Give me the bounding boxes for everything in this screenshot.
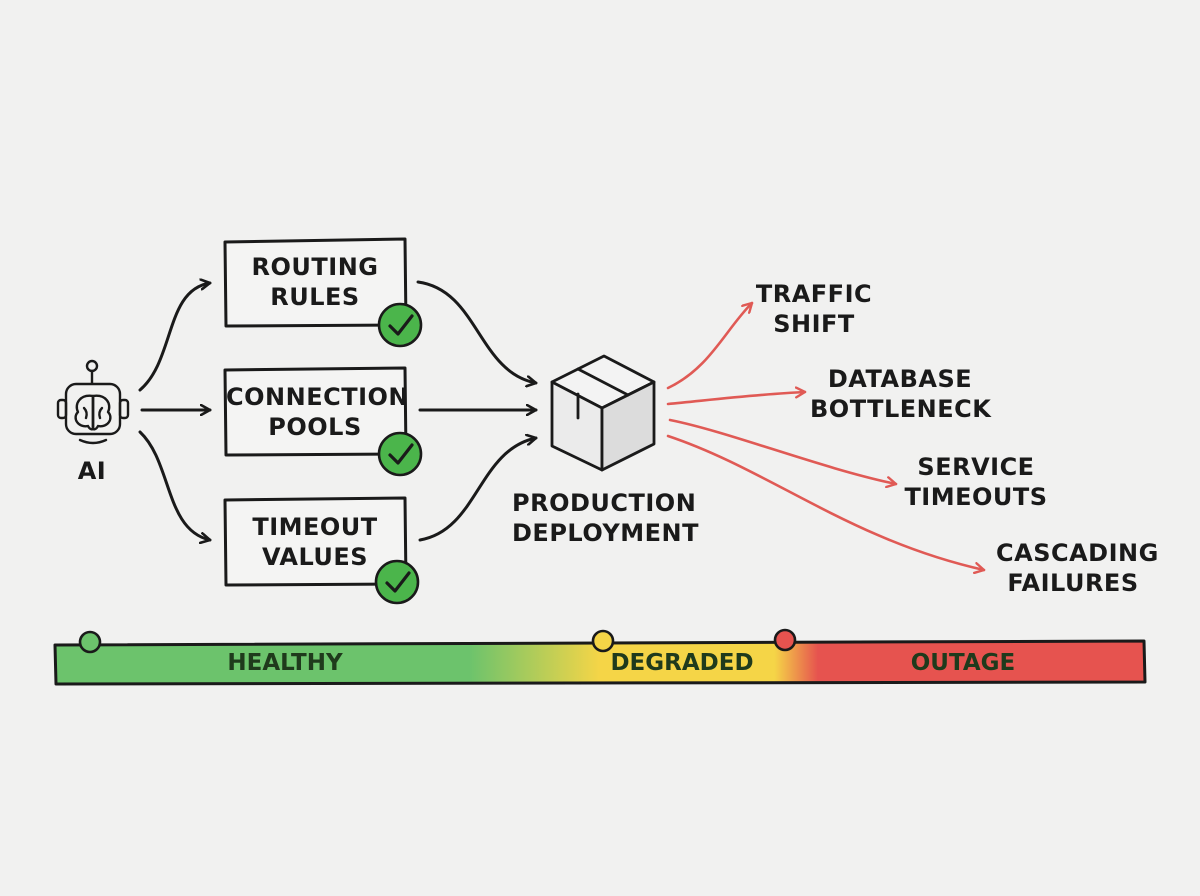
arrow-to-service-timeouts: [668, 418, 898, 484]
arrow-ai-to-timeout: [138, 430, 212, 540]
robot-brain-icon: [56, 359, 130, 445]
effect-label-database-bottleneck: DATABASE BOTTLENECK: [810, 365, 992, 423]
effect-label-service-timeouts: SERVICE TIMEOUTS: [904, 453, 1048, 511]
status-label-outage: OUTAGE: [910, 650, 1016, 676]
config-label-timeout: TIMEOUT VALUES: [252, 513, 378, 571]
deployment-label: PRODUCTION DEPLOYMENT: [512, 489, 700, 547]
arrow-to-database-bottleneck: [666, 392, 807, 406]
effect-label-cascading-failures: CASCADING FAILURES: [996, 539, 1159, 597]
config-label-routing: ROUTING RULES: [251, 253, 379, 311]
check-icon: [374, 559, 420, 605]
config-label-connection: CONNECTION POOLS: [226, 383, 409, 441]
arrow-routing-to-deployment: [416, 280, 538, 383]
healthy-marker: [78, 630, 102, 654]
effect-label-traffic-shift: TRAFFIC SHIFT: [755, 280, 873, 338]
ai-label: AI: [77, 457, 107, 485]
outage-marker: [773, 628, 797, 652]
arrow-to-cascading-failures: [666, 434, 986, 570]
check-icon: [377, 302, 423, 348]
box-icon: [550, 354, 656, 472]
arrow-to-traffic-shift: [666, 301, 754, 390]
status-label-healthy: HEALTHY: [227, 650, 343, 676]
status-label-degraded: DEGRADED: [610, 650, 754, 676]
status-bar: [53, 628, 1147, 686]
check-icon: [377, 431, 423, 477]
arrow-timeout-to-deployment: [418, 438, 538, 542]
degraded-marker: [591, 629, 615, 653]
arrow-ai-to-routing: [138, 283, 212, 392]
